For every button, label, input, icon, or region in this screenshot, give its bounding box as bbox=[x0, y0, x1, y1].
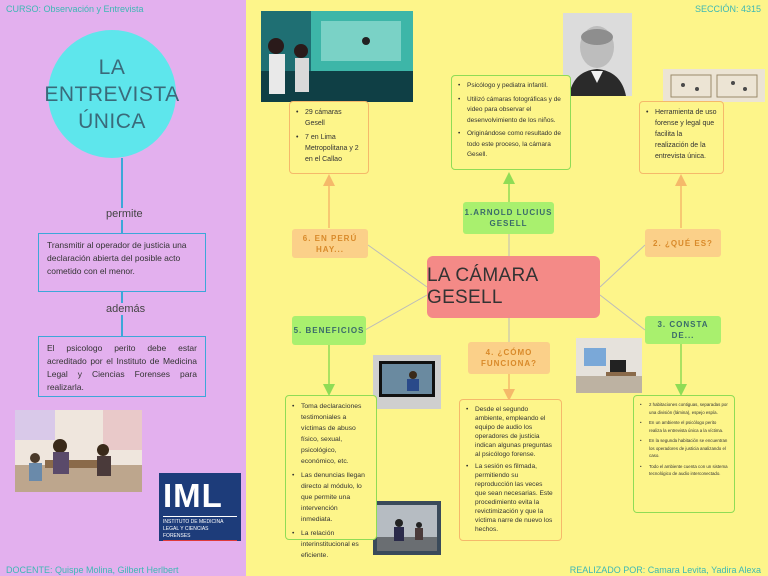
course-label: CURSO: Observación y Entrevista bbox=[6, 4, 144, 14]
iml-logo-line2: LEGAL Y CIENCIAS FORENSES bbox=[163, 526, 237, 541]
funciona-item: La sesión es filmada, permitiendo su rep… bbox=[466, 462, 555, 534]
entrevista-unica-circle: LA ENTREVISTA ÚNICA bbox=[44, 30, 179, 158]
beneficios-item: Las denuncias llegan directo al módulo, … bbox=[292, 470, 370, 525]
node-consta-de: 3. CONSTA DE... bbox=[645, 316, 721, 344]
que-es-item: Herramienta de uso forense y legal que f… bbox=[646, 107, 717, 162]
ademas-label: además bbox=[104, 303, 148, 315]
node-que-es: 2. ¿QUÉ ES? bbox=[645, 229, 721, 257]
circle-title: LA ENTREVISTA ÚNICA bbox=[44, 55, 180, 133]
connector-line bbox=[121, 158, 123, 233]
consta-item: En la segunda habitación se encuentran l… bbox=[640, 437, 728, 460]
node-en-peru: 6. EN PERÚ HAY... bbox=[292, 229, 368, 258]
interview-room-photo bbox=[15, 410, 142, 492]
peru-item: 7 en Lima Metropolitana y 2 en el Callao bbox=[296, 132, 362, 165]
beneficios-item: La relación interinstitucional es eficie… bbox=[292, 528, 370, 561]
consta-item: 2 habitaciones contiguas, separadas por … bbox=[640, 401, 728, 416]
node-beneficios: 5. BENEFICIOS bbox=[292, 316, 366, 345]
consta-item: En un ambiente el psicólogo perito reali… bbox=[640, 419, 728, 434]
funciona-item: Desde el segundo ambiente, empleando el … bbox=[466, 405, 555, 459]
gesell-bio-item: Utilizó cámaras fotográficas y de video … bbox=[458, 95, 564, 127]
permite-label: permite bbox=[104, 208, 145, 220]
que-es-box: Herramienta de uso forense y legal que f… bbox=[639, 101, 724, 174]
peru-item: 29 cámaras Gesell bbox=[296, 107, 362, 129]
interview-camera-photo bbox=[373, 501, 441, 555]
iml-logo: IML INSTITUTO DE MEDICINA LEGAL Y CIENCI… bbox=[159, 473, 241, 541]
funciona-box: Desde el segundo ambiente, empleando el … bbox=[459, 399, 562, 541]
node-como-funciona: 4. ¿CÓMO FUNCIONA? bbox=[468, 342, 550, 374]
perito-box: El psicologo perito debe estar acreditad… bbox=[38, 336, 206, 397]
beneficios-box: Toma declaraciones testimoniales a vícti… bbox=[285, 395, 377, 559]
peru-box: 29 cámaras Gesell 7 en Lima Metropolitan… bbox=[289, 101, 369, 174]
iml-logo-line1: INSTITUTO DE MEDICINA bbox=[163, 516, 237, 526]
consta-item: Todo el ambiente cuenta con un sistema t… bbox=[640, 463, 728, 478]
node-arnold-gesell: 1.ARNOLD LUCIUS GESELL bbox=[463, 202, 554, 234]
section-label: SECCIÓN: 4315 bbox=[694, 4, 761, 14]
gesell-bio-box: Psicólogo y pediatra infantil. Utilizó c… bbox=[451, 75, 571, 170]
author-label: REALIZADO POR: Camara Levita, Yadira Ale… bbox=[569, 565, 761, 575]
gesell-bio-item: Originándose como resultado de todo este… bbox=[458, 129, 564, 161]
monitor-photo bbox=[373, 355, 441, 409]
transmitir-box: Transmitir al operador de justicia una d… bbox=[38, 233, 206, 292]
gesell-bio-item: Psicólogo y pediatra infantil. bbox=[458, 81, 564, 92]
teacher-label: DOCENTE: Quispe Molina, Gilbert Herlbert bbox=[6, 565, 179, 575]
center-title: LA CÁMARA GESELL bbox=[427, 265, 538, 308]
consta-box: 2 habitaciones contiguas, separadas por … bbox=[633, 395, 735, 513]
gesell-chamber-photo bbox=[261, 11, 413, 102]
camara-gesell-title: LA CÁMARA GESELL bbox=[427, 256, 600, 318]
control-room-photo bbox=[576, 338, 642, 393]
arnold-gesell-portrait bbox=[563, 13, 632, 96]
gesell-diagram-image bbox=[663, 69, 765, 102]
beneficios-item: Toma declaraciones testimoniales a vícti… bbox=[292, 401, 370, 467]
iml-logo-text: IML bbox=[163, 477, 223, 514]
